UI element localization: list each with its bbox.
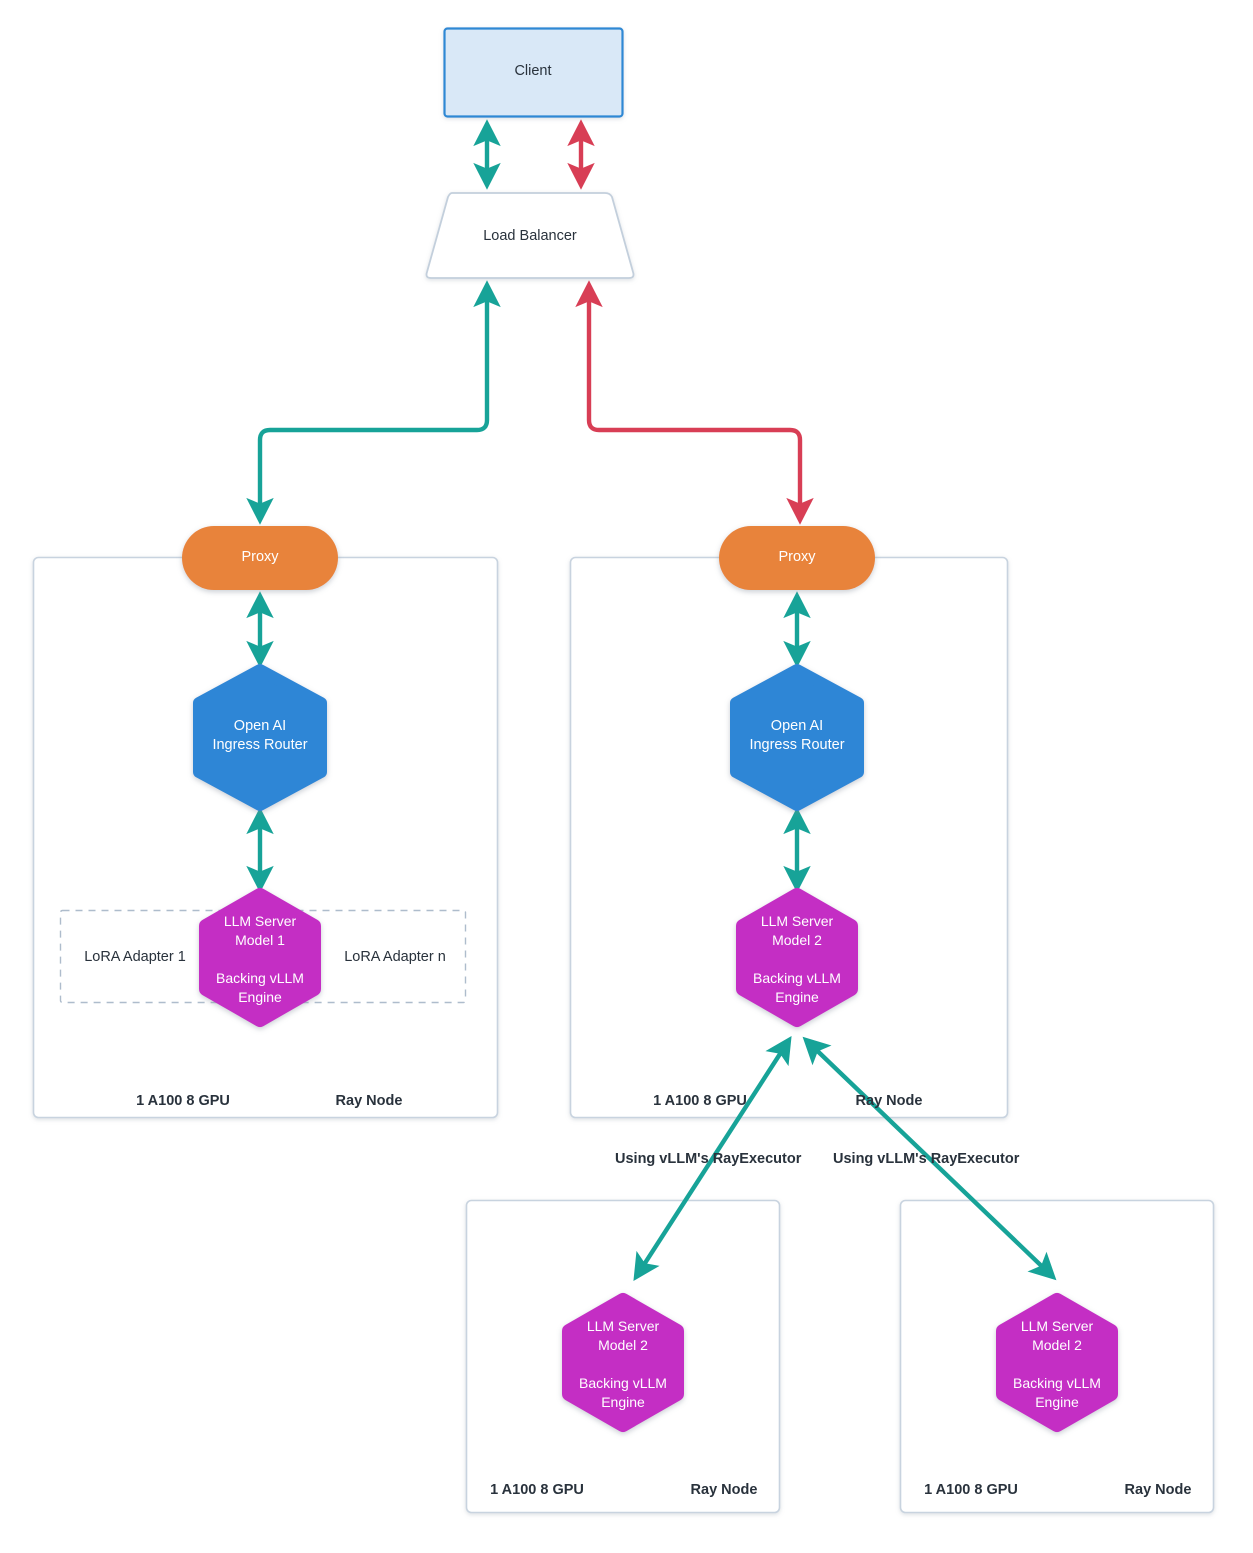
router-left-node[interactable] — [193, 664, 327, 811]
client-node[interactable] — [444, 28, 624, 118]
proxy-right-node[interactable] — [719, 526, 875, 590]
llm-worker-left-node[interactable] — [562, 1293, 684, 1432]
proxy-left-shape[interactable] — [182, 526, 338, 590]
llm-server-right-node[interactable] — [736, 888, 858, 1027]
edge-lb-proxy-left-green — [246, 280, 501, 525]
load-balancer-node[interactable] — [425, 192, 637, 280]
llm-worker-left-shape[interactable] — [562, 1293, 684, 1432]
llm-server-left-node[interactable] — [199, 888, 321, 1027]
edge-lb-proxy-right-red — [575, 280, 814, 525]
proxy-right-shape[interactable] — [719, 526, 875, 590]
router-right-node[interactable] — [730, 664, 864, 811]
llm-server-left-shape[interactable] — [199, 888, 321, 1027]
client-box[interactable] — [443, 27, 624, 118]
lora-adapter-last-node[interactable] — [325, 911, 465, 1001]
proxy-left-node[interactable] — [182, 526, 338, 590]
router-right-shape[interactable] — [730, 664, 864, 811]
edge-rayexecutor-left — [633, 1036, 792, 1281]
llm-server-right-shape[interactable] — [736, 888, 858, 1027]
lora-adapter-first-node[interactable] — [61, 911, 201, 1001]
llm-worker-right-shape[interactable] — [996, 1293, 1118, 1432]
llm-worker-right-node[interactable] — [996, 1293, 1118, 1432]
router-left-shape[interactable] — [193, 664, 327, 811]
edge-rayexecutor-right — [802, 1036, 1057, 1281]
load-balancer-shape[interactable] — [425, 192, 635, 279]
